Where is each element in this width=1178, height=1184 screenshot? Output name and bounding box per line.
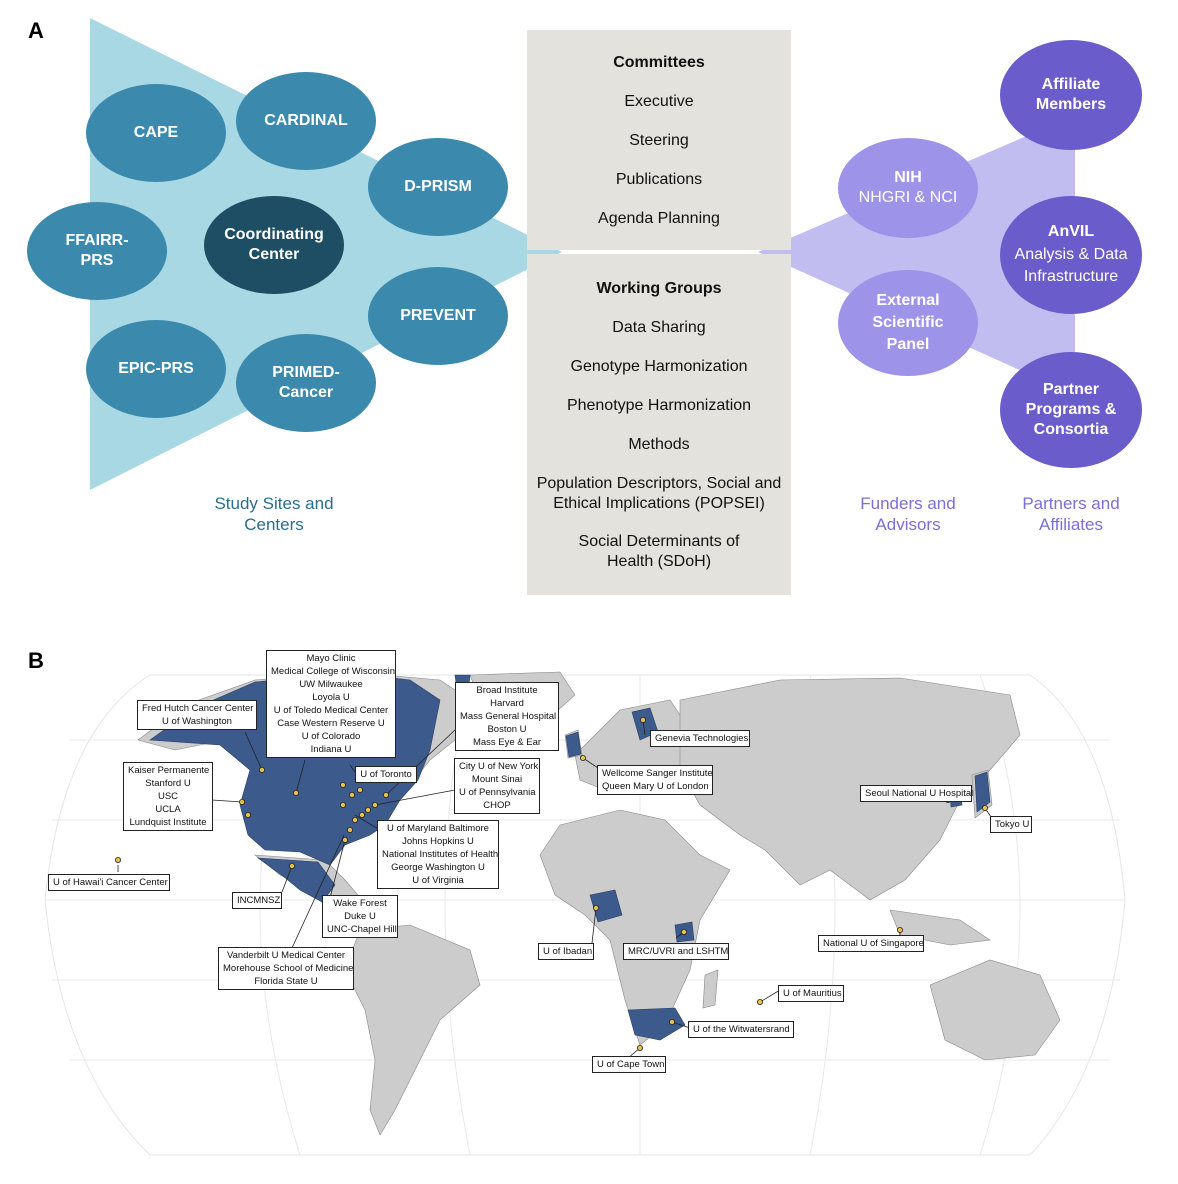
map-label-tokyo: Tokyo U xyxy=(990,816,1032,833)
site-marker xyxy=(351,816,358,823)
working-group-item: Population Descriptors, Social and Ethic… xyxy=(536,475,782,512)
partner-programs: Partner Programs & Consortia xyxy=(1000,352,1142,468)
committees-header: Committees xyxy=(613,54,705,71)
map-label-uganda: MRC/UVRI and LSHTM xyxy=(623,943,729,960)
site-marker xyxy=(238,798,245,805)
coordinating-center: Coordinating Center xyxy=(204,196,344,294)
site-marker xyxy=(288,862,295,869)
nih-circle: NIH NHGRI & NCI xyxy=(838,138,978,238)
site-marker xyxy=(382,791,389,798)
site-marker xyxy=(637,1044,644,1051)
map-label-seoul: Seoul National U Hospital xyxy=(860,785,973,802)
site-marker xyxy=(115,856,122,863)
site-marker xyxy=(757,998,764,1005)
japan-highlight xyxy=(974,771,991,813)
committee-item: Executive xyxy=(624,93,694,110)
uk-highlight xyxy=(565,731,582,758)
working-groups-header: Working Groups xyxy=(596,280,722,297)
anvil-subtitle: Analysis & Data Infrastructure xyxy=(1014,246,1128,285)
nih-subtitle: NHGRI & NCI xyxy=(858,189,958,206)
working-group-item: Genotype Harmonization xyxy=(570,358,748,375)
study-sites-caption: Study Sites and Centers xyxy=(214,494,334,534)
map-label-hawaii: U of Hawai'i Cancer Center xyxy=(48,874,170,891)
anvil-title: AnVIL xyxy=(1047,223,1095,240)
site-marker xyxy=(339,781,346,788)
committee-item: Agenda Planning xyxy=(598,210,720,227)
committees-box: Committees Executive Steering Publicatio… xyxy=(527,30,791,250)
site-ffairr-prs: FFAIRR-PRS xyxy=(27,202,167,300)
site-marker xyxy=(640,717,647,724)
site-cape: CAPE xyxy=(86,84,226,182)
external-scientific-panel: External Scientific Panel xyxy=(838,270,978,376)
connector-lines xyxy=(117,719,994,1059)
partners-caption: Partners and Affiliates xyxy=(1022,494,1120,534)
map-label-witwatersrand: U of the Witwatersrand xyxy=(688,1021,794,1038)
site-marker xyxy=(580,755,587,762)
site-marker xyxy=(364,806,371,813)
map-label-ibadan: U of Ibadan xyxy=(538,943,594,960)
panel-a-label: A xyxy=(28,18,44,43)
committee-item: Steering xyxy=(629,132,689,149)
site-marker xyxy=(669,1018,676,1025)
site-marker xyxy=(358,811,365,818)
partner-triangle xyxy=(758,115,1075,395)
committee-item: Publications xyxy=(615,171,703,188)
map-label-cape-town: U of Cape Town xyxy=(592,1056,666,1073)
site-marker xyxy=(593,904,600,911)
world-map-drawing xyxy=(44,671,1126,1156)
funders-caption: Funders and Advisors xyxy=(860,494,956,534)
map-label-genevia: Genevia Technologies xyxy=(650,730,750,747)
site-prevent: PREVENT xyxy=(368,267,508,365)
working-group-item: Phenotype Harmonization xyxy=(566,397,752,414)
site-d-prism: D-PRISM xyxy=(368,138,508,236)
working-groups-box: Working Groups Data Sharing Genotype Har… xyxy=(527,254,791,595)
working-group-item: Data Sharing xyxy=(612,319,706,336)
site-marker xyxy=(341,836,348,843)
site-marker xyxy=(897,926,904,933)
site-marker xyxy=(346,826,353,833)
map-label-incmnsz: INCMNSZ xyxy=(232,892,282,909)
site-primed-cancer: PRIMED-Cancer xyxy=(236,334,376,432)
map-label-mauritius: U of Mauritius xyxy=(778,985,844,1002)
site-marker xyxy=(244,811,251,818)
site-marker xyxy=(371,801,378,808)
nih-title: NIH xyxy=(894,169,922,186)
site-marker xyxy=(356,786,363,793)
map-label-toronto: U of Toronto xyxy=(355,766,417,783)
south-africa-highlight xyxy=(627,1007,686,1041)
site-marker xyxy=(258,767,265,774)
site-marker xyxy=(982,804,989,811)
site-markers xyxy=(115,717,989,1051)
panel-b-label: B xyxy=(28,648,44,673)
site-epic-prs: EPIC-PRS xyxy=(86,320,226,418)
site-marker xyxy=(292,789,299,796)
anvil-circle: AnVIL Analysis & Data Infrastructure xyxy=(1000,196,1142,314)
affiliate-members: Affiliate Members xyxy=(1000,40,1142,150)
map-label-singapore: National U of Singapore xyxy=(818,935,924,952)
working-group-item: Social Determinants of Health (SDoH) xyxy=(578,533,740,570)
site-marker xyxy=(348,791,355,798)
site-marker xyxy=(681,928,688,935)
working-group-item: Methods xyxy=(628,436,690,453)
site-marker xyxy=(339,801,346,808)
site-cardinal: CARDINAL xyxy=(236,72,376,170)
